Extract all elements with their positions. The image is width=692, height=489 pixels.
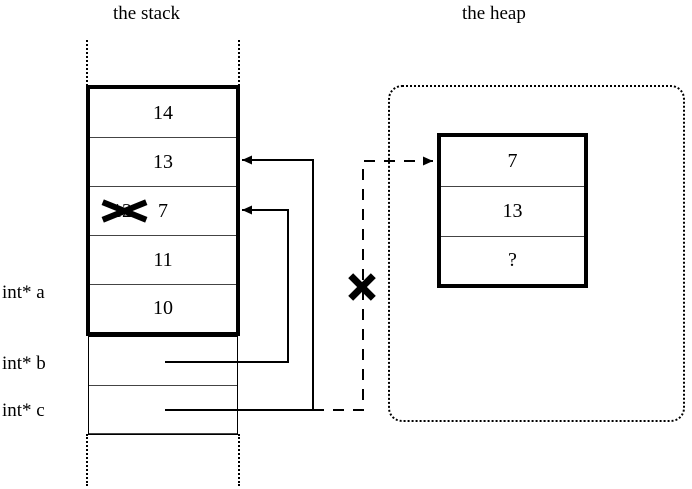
stack-cell: 14	[90, 89, 236, 138]
stack-free-cell	[89, 386, 237, 434]
stack-cell: 10	[90, 285, 236, 332]
stack-free-cells	[88, 336, 238, 435]
variable-label-c: int* c	[2, 400, 45, 421]
stack-allocated-frame: 14 13 12 7 11 10	[86, 85, 240, 336]
heap-cell-value: 7	[507, 150, 518, 172]
stack-free-cell	[89, 337, 237, 386]
heap-title: the heap	[462, 3, 526, 24]
heap-cell: ?	[441, 237, 584, 284]
variable-label-a: int* a	[2, 282, 45, 303]
stack-cell-value: 11	[153, 248, 173, 271]
invalid-pointer-x-icon	[347, 272, 377, 302]
stack-guide-right-bottom	[238, 434, 240, 486]
stack-cell-value: 10	[153, 297, 173, 319]
heap-cell: 13	[441, 187, 584, 237]
heap-allocated-block: 7 13 ?	[437, 133, 588, 288]
replacement-value: 7	[158, 199, 168, 222]
heap-cell-value: ?	[508, 249, 517, 271]
heap-cell: 7	[441, 137, 584, 187]
heap-cell-value: 13	[502, 200, 523, 222]
stack-cell-value: 13	[153, 150, 173, 173]
stack-title: the stack	[113, 3, 181, 24]
stack-cell: 13	[90, 138, 236, 187]
stack-cell: 11	[90, 236, 236, 285]
variable-label-b: int* b	[2, 353, 46, 374]
struck-value: 12	[101, 199, 148, 223]
stack-guide-left-top	[86, 40, 88, 86]
stack-cell-value: 14	[153, 101, 173, 124]
stack-guide-right-top	[238, 40, 240, 86]
stack-guide-left-bottom	[86, 434, 88, 486]
stack-cell-mutated: 12 7	[90, 187, 236, 236]
